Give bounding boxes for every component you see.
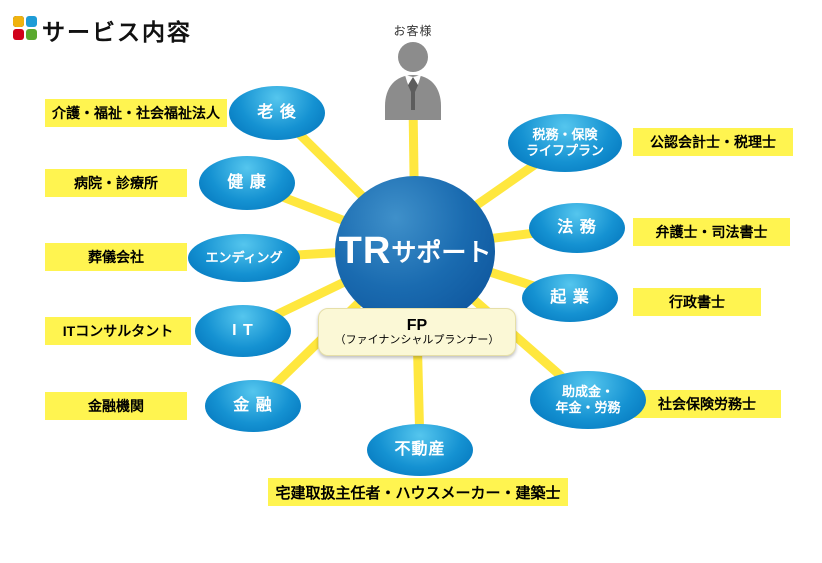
node-finance-label: 金 融 xyxy=(233,397,273,414)
node-it: I T xyxy=(195,305,291,357)
node-ending: エンディング xyxy=(188,234,300,282)
fp-subtitle: （ファイナンシャルプランナー） xyxy=(334,334,500,347)
partner-label-gyouseishoshi: 行政書士 xyxy=(633,288,761,316)
partner-label-it-consultant: ITコンサルタント xyxy=(45,317,191,345)
customer-label: お客様 xyxy=(393,24,433,38)
node-old-age-label: 老 後 xyxy=(257,104,297,121)
node-subsidy-pension-line2: 年金・労務 xyxy=(555,400,621,415)
node-legal: 法 務 xyxy=(529,203,625,253)
node-tax-insurance: 税務・保険 ライフプラン xyxy=(508,114,622,172)
partner-label-funeral: 葬儀会社 xyxy=(45,243,187,271)
partner-label-sharoushi: 社会保険労務士 xyxy=(633,390,781,418)
partner-label-real-estate: 宅建取扱主任者・ハウスメーカー・建築士 xyxy=(268,478,568,506)
partner-label-care-welfare: 介護・福祉・社会福祉法人 xyxy=(45,99,227,127)
node-health: 健 康 xyxy=(199,156,295,210)
node-ending-label: エンディング xyxy=(205,249,283,265)
node-subsidy-pension-line1: 助成金・ xyxy=(561,383,614,399)
page-title: サービス内容 xyxy=(42,19,192,45)
fp-box: FP （ファイナンシャルプランナー） xyxy=(318,308,516,356)
node-legal-label: 法 務 xyxy=(557,219,597,236)
brand-pinwheel-icon xyxy=(13,16,37,40)
partner-label-financial-inst: 金融機関 xyxy=(45,392,187,420)
partner-label-lawyer: 弁護士・司法書士 xyxy=(633,218,790,246)
fp-title: FP xyxy=(406,316,428,334)
customer-person-icon xyxy=(385,42,441,120)
node-real-estate-label: 不動産 xyxy=(394,441,446,458)
node-tax-insurance-line2: ライフプラン xyxy=(525,143,604,158)
node-startup: 起 業 xyxy=(522,274,618,322)
partner-label-accountant: 公認会計士・税理士 xyxy=(633,128,793,156)
center-hub-name-major: TR xyxy=(338,229,392,272)
node-tax-insurance-line1: 税務・保険 xyxy=(532,126,598,142)
node-real-estate: 不動産 xyxy=(367,424,473,476)
center-hub-name-minor: サポート xyxy=(391,239,492,267)
node-it-label: I T xyxy=(232,322,254,339)
node-subsidy-pension: 助成金・ 年金・労務 xyxy=(530,371,646,429)
node-health-label: 健 康 xyxy=(227,174,267,191)
node-startup-label: 起 業 xyxy=(550,289,590,306)
partner-label-hospital: 病院・診療所 xyxy=(45,169,187,197)
node-old-age: 老 後 xyxy=(229,86,325,140)
node-finance: 金 融 xyxy=(205,380,301,432)
